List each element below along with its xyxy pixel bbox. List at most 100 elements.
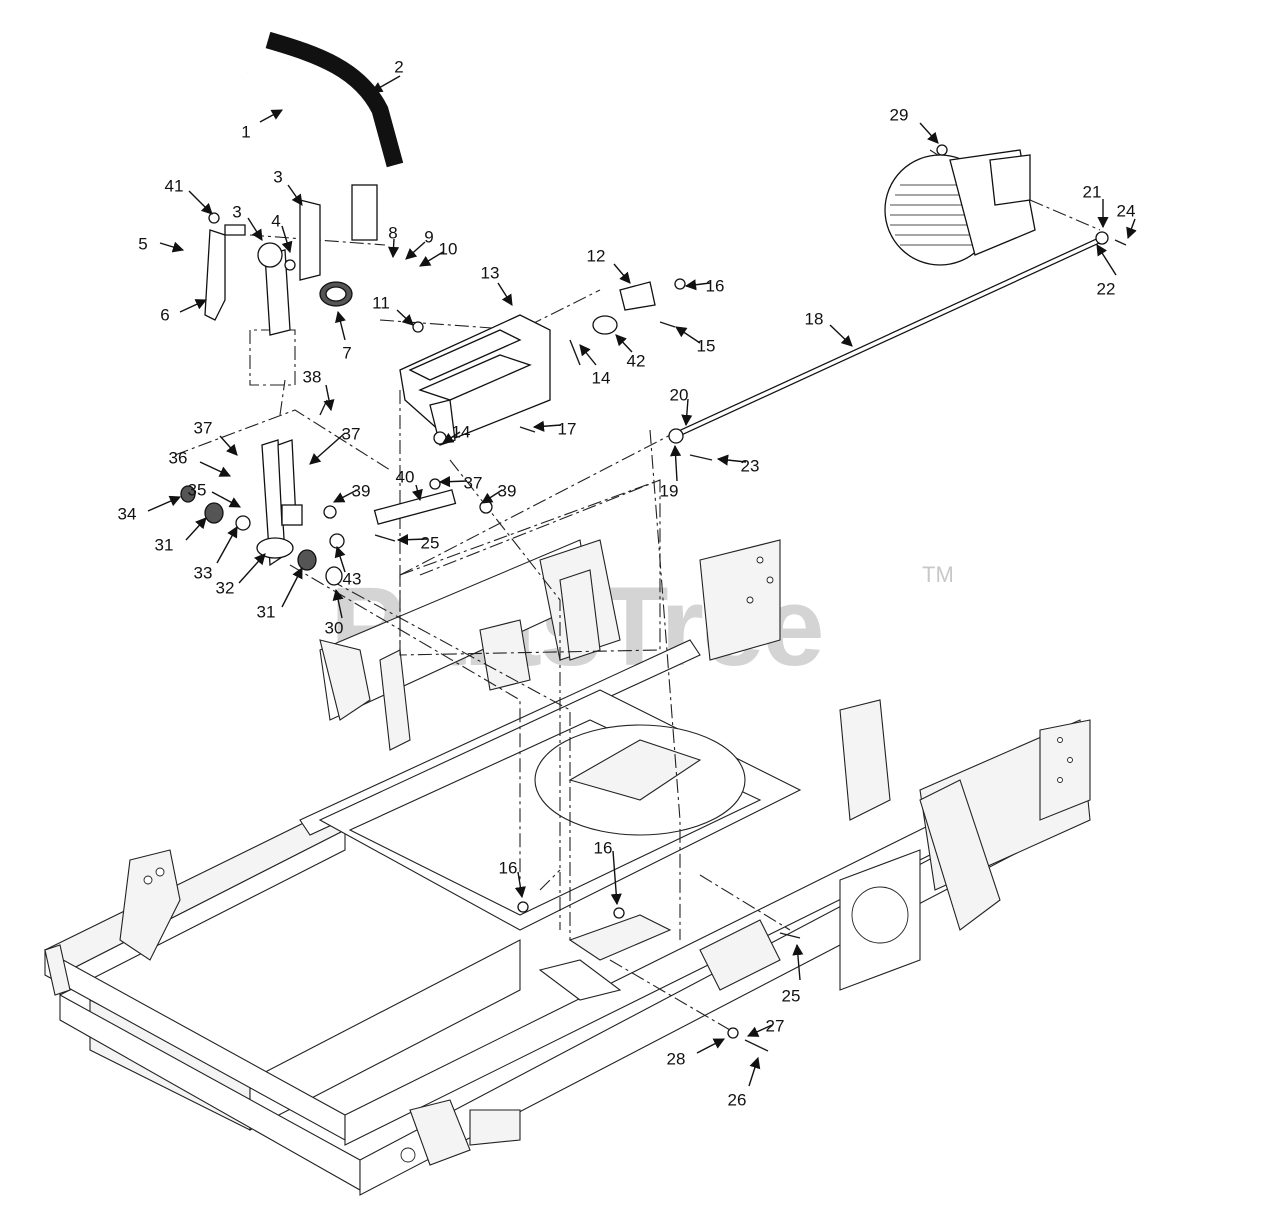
part-callout: 39 (333, 481, 370, 503)
chassis-frame (44, 539, 1091, 1196)
callout-leader-line (332, 588, 344, 619)
callout-leader-line (287, 184, 303, 206)
callout-label: 13 (481, 263, 500, 282)
callout-label: 14 (592, 368, 611, 387)
part-callout: 13 (481, 263, 513, 306)
callout-leader-line (211, 491, 241, 508)
part-callout: 21 (1083, 182, 1109, 229)
callout-label: 32 (216, 578, 235, 597)
callout-leader-line (748, 1056, 761, 1087)
callout-label: 8 (388, 223, 397, 242)
callout-leader-line (334, 545, 346, 573)
callout-label: 31 (257, 602, 276, 621)
callout-leader-line (438, 476, 468, 488)
callout-label: 37 (194, 418, 213, 437)
part-callout: 12 (587, 246, 631, 284)
callout-label: 12 (587, 246, 606, 265)
callout-label: 14 (452, 422, 471, 441)
part-callout: 33 (194, 526, 238, 582)
callout-label: 21 (1083, 182, 1102, 201)
part-callout: 37 (309, 424, 361, 465)
part-callout: 10 (419, 239, 458, 267)
part-callout: 22 (1096, 244, 1117, 298)
part-callout: 37 (438, 473, 483, 492)
part-callout: 39 (481, 481, 516, 504)
callout-leader-line (309, 432, 346, 465)
callout-leader-line (147, 495, 182, 512)
callout-leader-line (615, 334, 633, 353)
callout-leader-line (396, 534, 428, 546)
callout-leader-line (259, 109, 283, 123)
callout-label: 17 (558, 419, 577, 438)
callout-label: 2 (394, 57, 403, 76)
part-callout: 43 (334, 545, 362, 588)
part-callout: 16 (594, 838, 622, 906)
callout-label: 41 (165, 176, 184, 195)
part-callout: 26 (728, 1056, 761, 1109)
callout-leader-line (497, 282, 513, 306)
callout-leader-line (613, 263, 631, 284)
part-callout: 17 (532, 419, 577, 438)
part-callout: 11 (372, 293, 414, 326)
callout-leader-line (532, 420, 562, 432)
part-callout: 16 (499, 858, 526, 899)
part-callout: 20 (670, 385, 693, 427)
callout-label: 23 (741, 456, 760, 475)
hydro-pump (884, 144, 1036, 266)
callout-label: 3 (273, 167, 282, 186)
callout-leader-line (188, 190, 213, 215)
callout-label: 24 (1117, 201, 1136, 220)
part-callout: 4 (271, 211, 293, 254)
control-rod (668, 231, 1109, 444)
part-callout: 31 (257, 567, 303, 621)
callout-leader-line (281, 567, 303, 608)
control-box (399, 281, 656, 446)
part-callout: 2 (371, 57, 404, 93)
callout-label: 29 (890, 105, 909, 124)
callout-leader-line (696, 1038, 725, 1054)
callout-label: 16 (499, 858, 518, 877)
callout-leader-line (442, 431, 461, 444)
callout-leader-line (716, 454, 747, 466)
part-callout: 19 (660, 444, 682, 500)
part-callout: 16 (684, 276, 724, 295)
watermark-trademark: TM (922, 562, 954, 587)
callout-label: 43 (343, 569, 362, 588)
callout-label: 10 (439, 239, 458, 258)
part-callout: 5 (138, 234, 185, 253)
callout-leader-line (514, 871, 526, 899)
part-callout: 27 (746, 1016, 784, 1037)
callout-label: 42 (627, 351, 646, 370)
callout-leader-line (396, 309, 414, 326)
callout-leader-line (216, 526, 238, 564)
callout-leader-line (199, 461, 232, 477)
part-callout: 8 (387, 223, 400, 259)
callout-label: 11 (372, 293, 390, 312)
callout-label: 28 (667, 1049, 686, 1068)
part-callout: 38 (303, 367, 335, 412)
callout-label: 37 (342, 424, 361, 443)
callout-label: 15 (697, 336, 716, 355)
part-callout: 25 (782, 943, 804, 1005)
callout-label: 37 (464, 473, 483, 492)
callout-label: 3 (232, 202, 241, 221)
callout-label: 35 (188, 480, 207, 499)
callout-leader-line (419, 251, 444, 267)
callout-leader-line (238, 553, 266, 584)
callout-leader-line (829, 324, 853, 347)
callout-leader-line (675, 326, 701, 344)
callout-leader-line (405, 241, 426, 260)
part-callout: 7 (335, 310, 352, 362)
callout-label: 9 (424, 227, 433, 246)
control-handle (246, 31, 404, 241)
part-callout: 37 (194, 418, 238, 456)
callout-leader-line (1126, 218, 1137, 240)
part-callout: 30 (325, 588, 344, 637)
part-callout: 1 (241, 109, 283, 141)
part-callout: 23 (716, 454, 760, 475)
callout-leader-line (387, 238, 400, 259)
callout-label: 22 (1097, 279, 1116, 298)
callout-leader-line (610, 850, 622, 906)
